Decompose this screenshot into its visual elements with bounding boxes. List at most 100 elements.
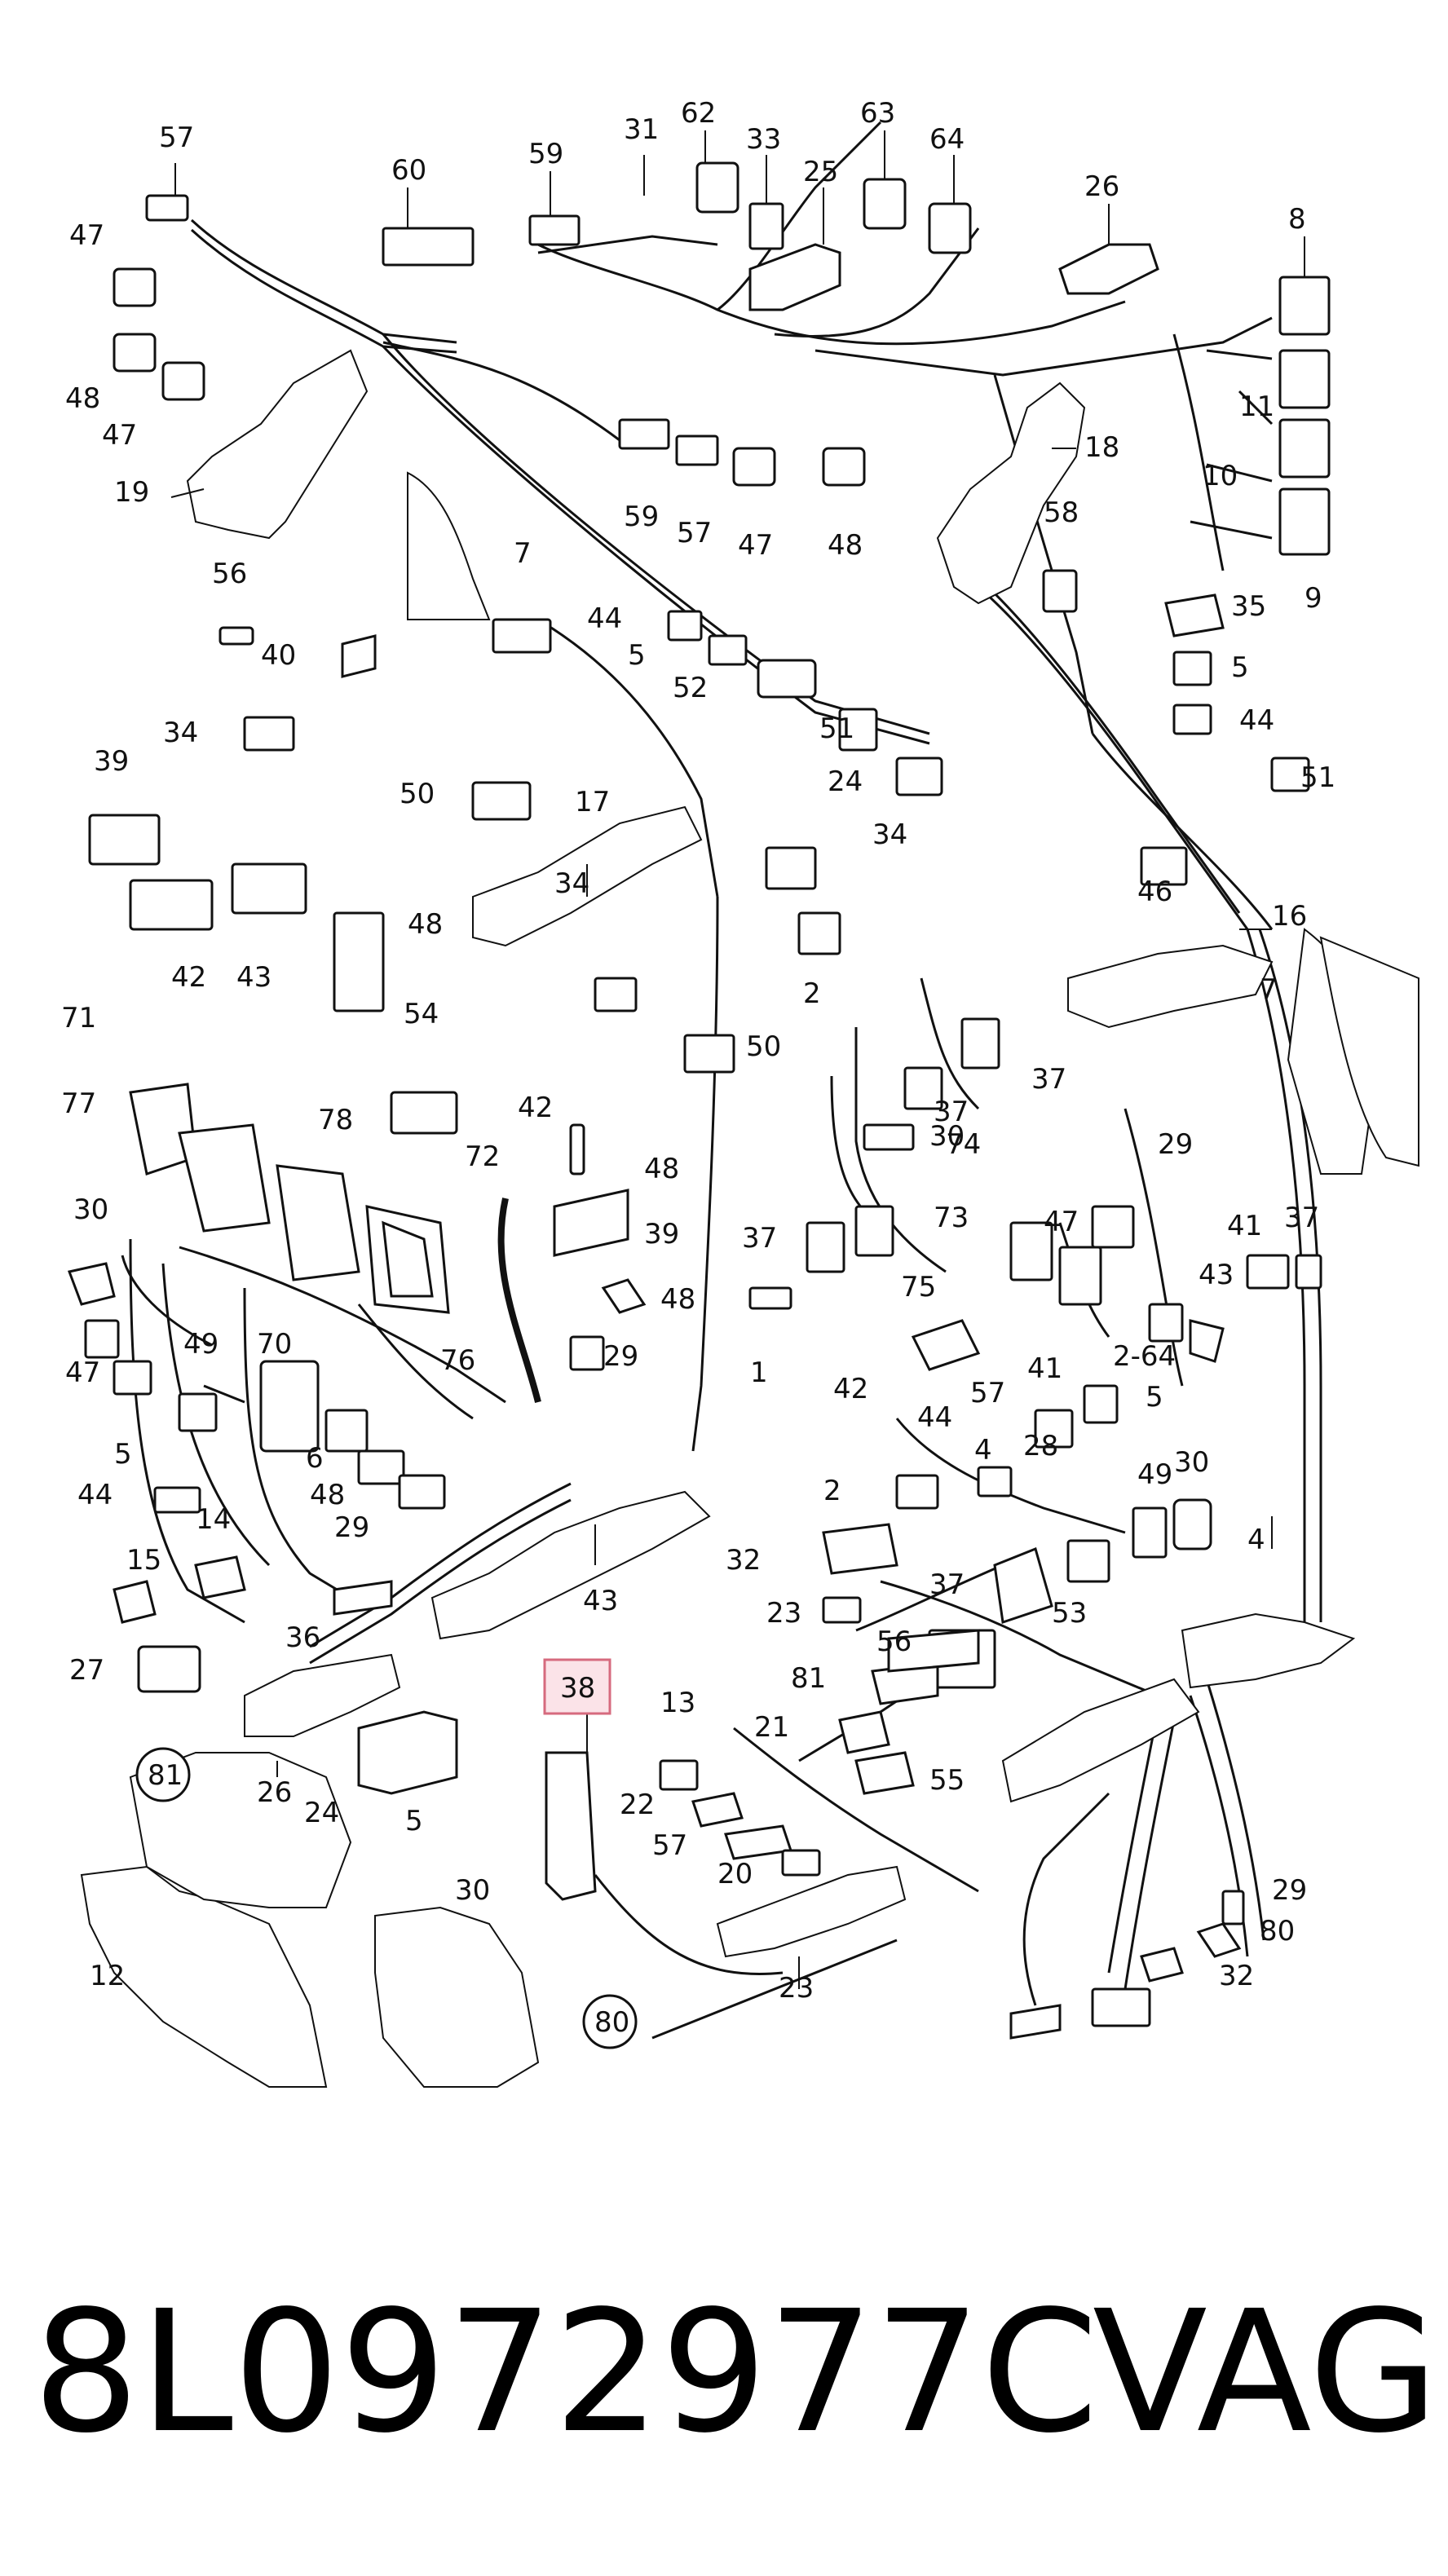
- callout-label: 43: [236, 961, 272, 994]
- callout-label: 47: [102, 419, 137, 452]
- callout-label: 57: [677, 517, 712, 549]
- callout-label: 42: [833, 1373, 868, 1405]
- callout-label: 18: [1084, 431, 1119, 464]
- callout-label: 57: [652, 1829, 687, 1862]
- callout-label: 47: [69, 219, 104, 252]
- callout-label: 7: [1260, 973, 1278, 1006]
- callout-label: 43: [583, 1585, 618, 1617]
- callout-label: 47: [1044, 1206, 1079, 1238]
- callout-label: 51: [819, 712, 854, 745]
- wire-bundles: [121, 121, 1322, 2040]
- wiring-harness-diagram: 57 60 59 31 62 33 25 63 64 26 8 47 48 47…: [61, 97, 1419, 2088]
- callout-label: 2: [803, 977, 821, 1010]
- callout-label: 42: [171, 961, 206, 994]
- callout-label: 72: [465, 1140, 500, 1173]
- callout-label: 38: [560, 1672, 595, 1705]
- callout-label: 57: [159, 121, 194, 154]
- callout-label: 20: [717, 1858, 753, 1890]
- callout-label: 76: [440, 1344, 475, 1377]
- callout-label: 57: [970, 1377, 1005, 1409]
- callout-label: 37: [929, 1568, 965, 1601]
- callout-label: 4: [974, 1434, 992, 1467]
- callout-label: 37: [934, 1096, 969, 1128]
- callout-label: 37: [1284, 1202, 1319, 1234]
- part-number-footer: 8L0972977C VAG: [33, 2266, 1439, 2478]
- callout-label: 33: [746, 123, 781, 156]
- callout-label: 5: [628, 639, 646, 672]
- callout-label: 30: [73, 1193, 108, 1226]
- callout-label: 44: [1239, 704, 1274, 737]
- callout-label: 22: [620, 1789, 655, 1821]
- callout-label: 12: [90, 1960, 125, 1992]
- callout-label: 74: [946, 1128, 981, 1161]
- callout-label: 29: [334, 1511, 369, 1544]
- callout-label: 51: [1300, 761, 1335, 794]
- callout-label: 9: [1305, 582, 1322, 615]
- callout-label: 44: [77, 1479, 113, 1511]
- callout-label: 42: [518, 1092, 553, 1124]
- connectors: [67, 161, 1331, 2040]
- callout-label: 50: [400, 778, 435, 810]
- callout-label: 10: [1203, 460, 1238, 492]
- callout-label: 53: [1052, 1597, 1087, 1630]
- callout-label: 23: [779, 1972, 814, 2005]
- callout-label: 48: [644, 1153, 679, 1185]
- callout-label: 24: [828, 765, 863, 798]
- callout-label: 50: [746, 1030, 781, 1063]
- callout-label: 25: [803, 156, 838, 188]
- callout-label: 75: [901, 1271, 936, 1303]
- part-number: 8L0972977C: [33, 2274, 1099, 2470]
- callout-label: 14: [196, 1503, 231, 1536]
- callout-label: 77: [61, 1087, 96, 1120]
- callout-label: 2-64: [1113, 1340, 1176, 1373]
- callout-label: 47: [738, 529, 773, 562]
- callout-label: 60: [391, 154, 426, 187]
- callout-label: 46: [1137, 876, 1172, 908]
- callout-label: 37: [1031, 1063, 1066, 1096]
- callout-label: 56: [876, 1625, 912, 1658]
- callout-label: 49: [1137, 1458, 1172, 1491]
- callout-label: 30: [1174, 1446, 1209, 1479]
- callout-label: 48: [660, 1283, 695, 1316]
- callout-label: 30: [455, 1874, 490, 1907]
- callout-label: 40: [261, 639, 296, 672]
- callout-label: 37: [742, 1222, 777, 1255]
- callout-label: 26: [257, 1776, 292, 1809]
- callout-label: 47: [65, 1356, 100, 1389]
- callout-label: 48: [828, 529, 863, 562]
- callout-label: 5: [1231, 651, 1249, 684]
- callout-label: 5: [1146, 1381, 1163, 1414]
- callout-label: 6: [306, 1442, 324, 1475]
- callout-label: 19: [114, 476, 149, 509]
- callout-label: 52: [673, 672, 708, 704]
- callout-label: 29: [603, 1340, 638, 1373]
- callout-label: 16: [1272, 900, 1307, 933]
- callout-label: 7: [514, 537, 532, 570]
- circled-callout-80: [582, 1994, 638, 2049]
- callout-label: 29: [1272, 1874, 1307, 1907]
- callout-label: 1: [750, 1356, 768, 1389]
- callout-label: 36: [285, 1621, 320, 1654]
- callout-label: 23: [766, 1597, 801, 1630]
- callout-label: 48: [65, 382, 100, 415]
- callout-label: 4: [1247, 1524, 1265, 1556]
- callout-label: 34: [163, 717, 198, 749]
- callout-label: 44: [917, 1401, 952, 1434]
- callout-label: 34: [554, 867, 589, 900]
- callout-label: 49: [183, 1328, 219, 1361]
- callout-label: 28: [1023, 1430, 1058, 1462]
- callout-label: 5: [405, 1805, 423, 1837]
- callout-label: 26: [1084, 170, 1119, 203]
- callout-label: 34: [872, 818, 907, 851]
- callout-label: 43: [1199, 1259, 1234, 1291]
- callout-label: 11: [1239, 390, 1274, 423]
- callout-label: 63: [860, 97, 895, 130]
- callout-label: 80: [594, 2006, 629, 2039]
- callout-label: 24: [304, 1797, 339, 1829]
- callout-label: 55: [929, 1764, 965, 1797]
- callout-label: 70: [257, 1328, 292, 1361]
- callout-label: 80: [1260, 1915, 1295, 1947]
- callout-label: 56: [212, 558, 247, 590]
- callout-label: 30: [929, 1120, 965, 1153]
- callout-label: 27: [69, 1654, 104, 1687]
